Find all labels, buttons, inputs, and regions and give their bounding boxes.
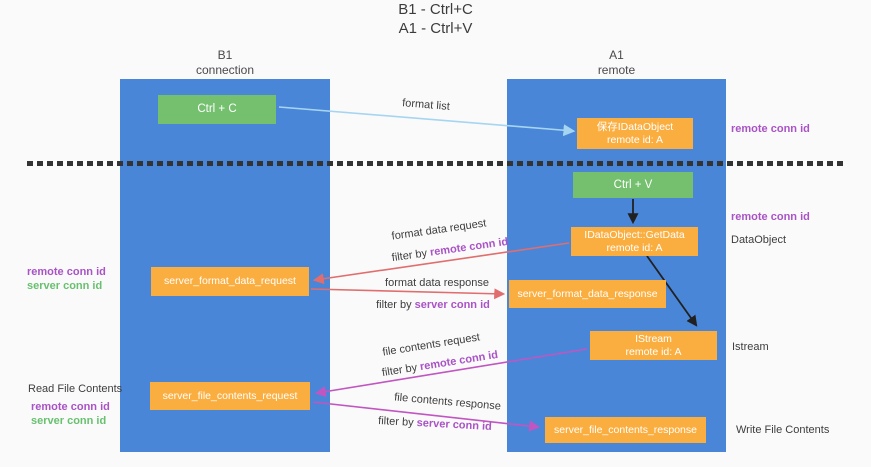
left-server-conn-id-bottom-label: server conn id xyxy=(31,415,106,427)
save-idataobject-line1: 保存IDataObject xyxy=(596,120,674,133)
ctrl-c-label: Ctrl + C xyxy=(197,103,237,115)
save-idataobject-box: 保存IDataObject remote id: A xyxy=(577,118,693,149)
remote-conn-id-text: remote conn id xyxy=(731,211,810,223)
remote-conn-id-text: remote conn id xyxy=(419,348,499,374)
filter-by-text: filter by xyxy=(377,415,414,429)
diagram-title-line1: B1 - Ctrl+C xyxy=(398,1,473,18)
remote-conn-id-text: remote conn id xyxy=(27,266,106,278)
server-file-contents-response-label: server_file_contents_response xyxy=(553,423,697,436)
getdata-line2: remote id: A xyxy=(606,241,663,254)
server-file-contents-request-label: server_file_contents_request xyxy=(162,389,298,402)
format-list-text: format list xyxy=(401,97,451,113)
remote-conn-id-text: remote conn id xyxy=(31,401,110,413)
istream-line1: IStream xyxy=(635,332,672,345)
istream-side-label: Istream xyxy=(732,341,769,353)
server-file-contents-request-box: server_file_contents_request xyxy=(150,382,310,410)
server-conn-id-text: server conn id xyxy=(31,415,107,427)
filter-by-server-conn-id-label-2: filter by server conn id xyxy=(378,415,492,433)
ctrl-v-box: Ctrl + V xyxy=(573,172,693,198)
lane-header-a1: A1 remote xyxy=(507,48,726,78)
format-data-request-label: format data request xyxy=(388,217,491,243)
server-conn-id-text: server conn id xyxy=(414,299,490,311)
write-file-contents-text: Write File Contents xyxy=(736,424,830,436)
server-conn-id-text: server conn id xyxy=(416,417,493,433)
write-file-contents-label: Write File Contents xyxy=(736,424,829,436)
left-remote-conn-id-bottom-label: remote conn id xyxy=(31,401,110,413)
right-remote-conn-id-mid-label: remote conn id xyxy=(731,211,810,223)
lane-header-b1: B1 connection xyxy=(120,48,330,78)
read-file-contents-text: Read File Contents xyxy=(28,383,123,395)
dataobject-label: DataObject xyxy=(731,234,786,246)
dataobject-text: DataObject xyxy=(731,234,787,246)
server-format-data-response-box: server_format_data_response xyxy=(509,280,666,308)
file-contents-response-label: file contents response xyxy=(393,391,502,413)
read-file-contents-label: Read File Contents xyxy=(28,383,122,395)
server-file-contents-response-box: server_file_contents_response xyxy=(545,417,706,443)
istream-line2: remote id: A xyxy=(625,345,682,358)
file-contents-response-text: file contents response xyxy=(393,391,502,413)
left-server-conn-id-top-label: server conn id xyxy=(27,280,102,292)
istream-text: Istream xyxy=(732,341,769,353)
idataobject-getdata-box: IDataObject::GetData remote id: A xyxy=(571,227,698,256)
section-divider-dashed-line xyxy=(27,161,845,166)
left-remote-conn-id-top-label: remote conn id xyxy=(27,266,106,278)
format-list-label: format list xyxy=(385,96,468,114)
getdata-line1: IDataObject::GetData xyxy=(584,228,685,241)
right-remote-conn-id-top-label: remote conn id xyxy=(731,123,810,135)
filter-by-server-conn-id-label-1: filter by server conn id xyxy=(376,299,490,311)
ctrl-c-box: Ctrl + C xyxy=(158,95,276,124)
format-data-response-arrow xyxy=(310,288,506,300)
diagram-title-line2: A1 - Ctrl+V xyxy=(398,20,473,37)
ctrl-v-label: Ctrl + V xyxy=(613,178,653,191)
save-idataobject-line2: remote id: A xyxy=(606,133,664,146)
format-data-response-text: format data response xyxy=(385,277,489,289)
format-data-request-text: format data request xyxy=(390,217,488,243)
istream-box: IStream remote id: A xyxy=(590,331,717,360)
server-format-data-request-box: server_format_data_request xyxy=(151,267,309,296)
format-data-response-label: format data response xyxy=(385,277,489,289)
filter-by-text: filter by xyxy=(376,299,412,311)
diagram-title: B1 - Ctrl+C A1 - Ctrl+V xyxy=(0,0,871,38)
filter-by-text: filter by xyxy=(381,361,419,380)
lane-header-a1-line2: remote xyxy=(597,63,636,77)
server-format-data-response-label: server_format_data_response xyxy=(517,287,658,300)
remote-conn-id-text: remote conn id xyxy=(731,123,810,135)
remote-conn-id-text: remote conn id xyxy=(429,235,509,259)
lane-header-b1-line1: B1 xyxy=(217,48,233,62)
server-conn-id-text: server conn id xyxy=(27,280,103,292)
filter-by-text: filter by xyxy=(391,247,428,265)
server-format-data-request-label: server_format_data_request xyxy=(164,275,296,287)
lane-header-a1-line1: A1 xyxy=(609,48,624,62)
lane-header-b1-line2: connection xyxy=(195,63,255,77)
